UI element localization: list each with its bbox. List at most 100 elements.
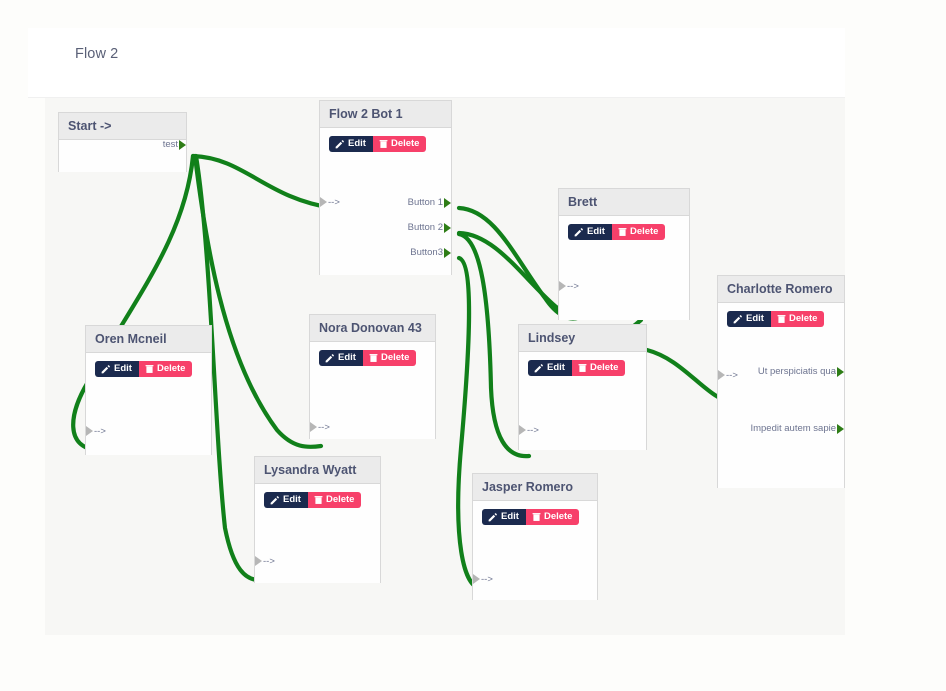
output-port-marker: [444, 198, 451, 208]
delete-button-label: Delete: [380, 352, 410, 364]
input-port-marker: [310, 422, 317, 432]
delete-button[interactable]: Delete: [138, 361, 193, 377]
delete-button[interactable]: Delete: [307, 492, 362, 508]
input-port-marker: [320, 197, 327, 207]
trash-icon: [145, 364, 154, 374]
trash-icon: [777, 314, 786, 324]
input-port-marker: [86, 426, 93, 436]
node-actions: Edit Delete: [329, 136, 427, 152]
edit-icon: [270, 495, 280, 505]
node-body: Edit Delete -->: [86, 353, 211, 455]
edit-button-label: Edit: [746, 313, 764, 325]
trash-icon: [532, 512, 541, 522]
input-port-marker: [519, 425, 526, 435]
node-actions: Edit Delete: [528, 360, 626, 376]
node-title: Jasper Romero: [473, 474, 597, 501]
edit-button[interactable]: Edit: [319, 350, 363, 366]
delete-button-label: Delete: [390, 138, 420, 150]
edit-button[interactable]: Edit: [727, 311, 771, 327]
delete-button-label: Delete: [629, 226, 659, 238]
node-input-port[interactable]: -->: [718, 370, 738, 381]
node-body: Edit Delete -->: [310, 342, 435, 439]
edit-button[interactable]: Edit: [95, 361, 139, 377]
node-output-port[interactable]: test: [89, 139, 186, 150]
edit-icon: [325, 353, 335, 363]
delete-button-label: Delete: [325, 494, 355, 506]
flow-node-nora[interactable]: Nora Donovan 43 Edit Delete -->: [309, 314, 436, 439]
delete-button[interactable]: Delete: [770, 311, 825, 327]
node-body: Edit Delete -->: [519, 352, 646, 450]
input-port-marker: [718, 370, 725, 380]
node-output-port[interactable]: Impedit autem sapie: [748, 423, 844, 434]
edit-icon: [534, 363, 544, 373]
node-actions: Edit Delete: [482, 509, 580, 525]
node-output-port[interactable]: Button3: [350, 247, 451, 258]
flow-node-flow2bot1[interactable]: Flow 2 Bot 1 Edit Delete --> Button 1 Button …: [319, 100, 452, 275]
node-title: Charlotte Romero: [718, 276, 844, 303]
edit-button-label: Edit: [348, 138, 366, 150]
output-port-marker: [444, 223, 451, 233]
node-body: Edit Delete -->: [255, 484, 380, 583]
node-body: Edit Delete -->: [473, 501, 597, 600]
trash-icon: [618, 227, 627, 237]
node-title: Nora Donovan 43: [310, 315, 435, 342]
input-port-marker: [559, 281, 566, 291]
edit-button-label: Edit: [547, 362, 565, 374]
edit-button-label: Edit: [283, 494, 301, 506]
edit-icon: [574, 227, 584, 237]
node-output-port[interactable]: Ut perspiciatis qua: [748, 366, 844, 377]
node-input-port[interactable]: -->: [519, 425, 539, 436]
flow-edge: [192, 153, 324, 449]
delete-button[interactable]: Delete: [571, 360, 626, 376]
output-port-marker: [837, 424, 844, 434]
node-body: Edit Delete -->: [559, 216, 689, 320]
edit-button-label: Edit: [114, 363, 132, 375]
edit-button[interactable]: Edit: [482, 509, 526, 525]
output-port-marker: [179, 140, 186, 150]
delete-button[interactable]: Delete: [525, 509, 580, 525]
node-title: Lindsey: [519, 325, 646, 352]
edit-button[interactable]: Edit: [264, 492, 308, 508]
node-output-port[interactable]: Button 1: [350, 197, 451, 208]
node-output-port[interactable]: Button 2: [350, 222, 451, 233]
edit-icon: [335, 139, 345, 149]
node-title: Brett: [559, 189, 689, 216]
edit-button[interactable]: Edit: [528, 360, 572, 376]
node-input-port[interactable]: -->: [310, 422, 330, 433]
delete-button[interactable]: Delete: [611, 224, 666, 240]
flow-edge: [190, 153, 336, 211]
output-port-marker: [444, 248, 451, 258]
edit-button-label: Edit: [338, 352, 356, 364]
delete-button[interactable]: Delete: [372, 136, 427, 152]
edit-button-label: Edit: [501, 511, 519, 523]
edit-button[interactable]: Edit: [329, 136, 373, 152]
node-title: Oren Mcneil: [86, 326, 211, 353]
node-actions: Edit Delete: [95, 361, 193, 377]
edit-button[interactable]: Edit: [568, 224, 612, 240]
node-input-port[interactable]: -->: [559, 281, 579, 292]
node-input-port[interactable]: -->: [86, 426, 106, 437]
node-actions: Edit Delete: [727, 311, 825, 327]
flow-node-start[interactable]: Start ->test: [58, 112, 187, 172]
trash-icon: [369, 353, 378, 363]
page-title: Flow 2: [75, 46, 119, 62]
output-port-marker: [837, 367, 844, 377]
node-input-port[interactable]: -->: [473, 574, 493, 585]
trash-icon: [379, 139, 388, 149]
node-input-port[interactable]: -->: [255, 556, 275, 567]
flow-header-panel: Flow 2: [28, 28, 845, 98]
node-input-port[interactable]: -->: [320, 197, 340, 208]
node-title: Start ->: [59, 113, 186, 140]
node-actions: Edit Delete: [319, 350, 417, 366]
node-title: Flow 2 Bot 1: [320, 101, 451, 128]
delete-button[interactable]: Delete: [362, 350, 417, 366]
